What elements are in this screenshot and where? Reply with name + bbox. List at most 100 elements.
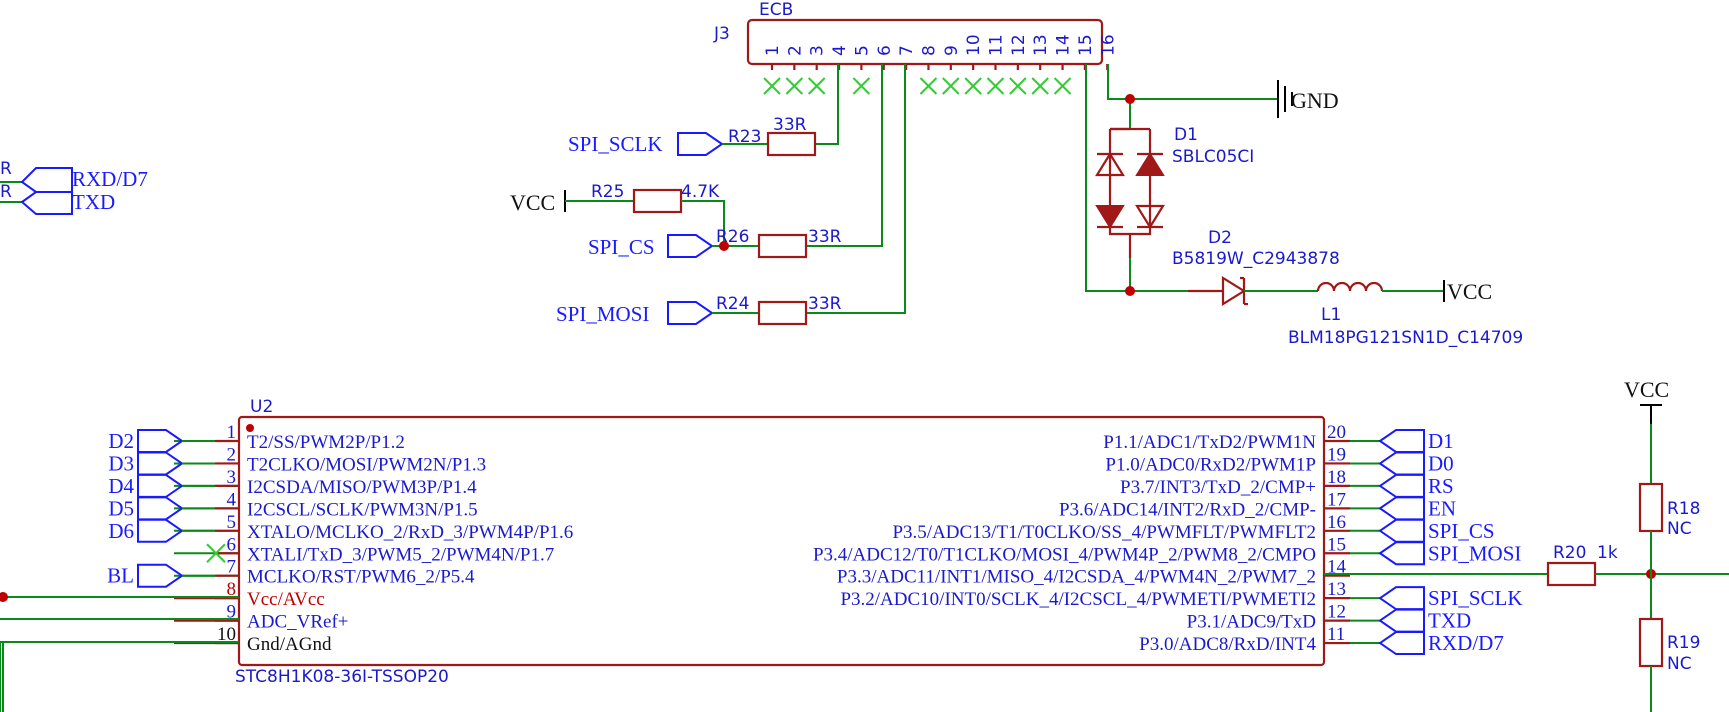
l1-ref: L1 bbox=[1321, 305, 1341, 325]
u2-part: STC8H1K08-36I-TSSOP20 bbox=[235, 667, 449, 687]
net-label-en: EN bbox=[1428, 496, 1456, 520]
net-label-spi-mosi: SPI_MOSI bbox=[1428, 541, 1521, 565]
net-flag bbox=[137, 473, 184, 498]
r23-body bbox=[766, 131, 817, 157]
net-label-rs: RS bbox=[1428, 474, 1454, 498]
u2-pin-num-6: 6 bbox=[227, 534, 237, 555]
net-label-rxd-d7: RXD/D7 bbox=[72, 167, 148, 191]
r25-ref: R25 bbox=[591, 182, 624, 202]
resistor-r23[interactable]: SPI_SCLK R23 33R bbox=[568, 115, 817, 157]
resistor-r18[interactable]: R18 NC bbox=[1638, 482, 1700, 619]
resistor-r20[interactable]: R20 1k bbox=[1324, 543, 1729, 587]
u2-pin-fn-12: P3.1/ADC9/TxD bbox=[1187, 612, 1316, 633]
net-flag bbox=[1378, 518, 1425, 543]
resistor-r26[interactable]: SPI_CS R26 33R bbox=[588, 227, 842, 259]
j3-pin-8: 8 bbox=[919, 45, 939, 56]
r19-value: NC bbox=[1667, 654, 1692, 674]
u2-pin-fn-19: P1.0/ADC0/RxD2/PWM1P bbox=[1105, 454, 1316, 475]
no-connect-x bbox=[1053, 77, 1072, 95]
net-label-d4: D4 bbox=[108, 474, 134, 498]
u2-pin-fn-20: P1.1/ADC1/TxD2/PWM1N bbox=[1103, 432, 1316, 453]
r20-ref: R20 bbox=[1553, 543, 1586, 563]
inductor-l1[interactable]: VCC L1 BLM18PG121SN1D_C14709 bbox=[1278, 279, 1523, 348]
j3-pin-12: 12 bbox=[1009, 34, 1029, 56]
u2-pin-num-14: 14 bbox=[1327, 557, 1347, 578]
r19-ref: R19 bbox=[1667, 633, 1700, 653]
vcc-right: VCC bbox=[1624, 377, 1669, 484]
u2-pin-fn-17: P3.6/ADC14/INT2/RxD_2/CMP- bbox=[1059, 499, 1316, 520]
u2-pin-fn-13: P3.2/ADC10/INT0/SCLK_4/I2CSCL_4/PWMETI/P… bbox=[840, 589, 1316, 610]
u2-body bbox=[237, 415, 1326, 667]
resistor-r25[interactable]: VCC R25 4.7K bbox=[510, 182, 725, 246]
resistor-r19[interactable]: R19 NC bbox=[1638, 617, 1700, 712]
d2-ref: D2 bbox=[1208, 228, 1232, 248]
u2-pin-num-4: 4 bbox=[227, 489, 237, 510]
net-label-txd: TXD bbox=[72, 190, 115, 214]
u2-pin-fn-7: MCLKO/RST/PWM6_2/P5.4 bbox=[247, 567, 475, 588]
u2-pin-fn-8: Vcc/AVcc bbox=[247, 589, 325, 610]
j3-pin-13: 13 bbox=[1031, 34, 1051, 56]
net-flag bbox=[1378, 473, 1425, 498]
u2-pin-num-2: 2 bbox=[227, 444, 237, 465]
j3-ref: J3 bbox=[713, 24, 730, 44]
j3-pin-15: 15 bbox=[1076, 34, 1096, 56]
u2-pin-num-11: 11 bbox=[1327, 624, 1345, 645]
r18-value: NC bbox=[1667, 519, 1692, 539]
j3-body bbox=[746, 18, 1104, 66]
diode-d2[interactable]: D2 B5819W_C2943878 bbox=[1125, 228, 1340, 306]
r26-ref: R26 bbox=[716, 227, 749, 247]
j3-value: ECB bbox=[759, 0, 793, 20]
net-label-vcc-r25: VCC bbox=[510, 190, 555, 215]
net-label-rxd-d7: RXD/D7 bbox=[1428, 631, 1504, 655]
j3-pin-4: 4 bbox=[830, 45, 850, 56]
r23-value: 33R bbox=[773, 115, 807, 135]
net-flag bbox=[1378, 541, 1425, 566]
u2-pin-num-20: 20 bbox=[1327, 422, 1346, 443]
r24-value: 33R bbox=[808, 294, 842, 314]
no-connect-x bbox=[206, 543, 226, 563]
net-label-spi-sclk: SPI_SCLK bbox=[568, 132, 663, 156]
u2-pin-fn-18: P3.7/INT3/TxD_2/CMP+ bbox=[1120, 477, 1316, 498]
u2-pin-fn-9: ADC_VRef+ bbox=[247, 612, 349, 633]
no-connect-x bbox=[964, 77, 982, 95]
net-label-d0: D0 bbox=[1428, 451, 1454, 475]
net-flag bbox=[1378, 429, 1425, 453]
u2-pin-num-10: 10 bbox=[217, 624, 236, 645]
net-flag bbox=[1378, 586, 1425, 611]
net-flag-spi-cs bbox=[667, 234, 714, 258]
j3-no-connect-marks bbox=[763, 77, 1072, 95]
u2-pin-num-16: 16 bbox=[1327, 512, 1346, 533]
r26-body bbox=[757, 233, 808, 259]
u2-pin-fn-16: P3.5/ADC13/T1/T0CLKO/SS_4/PWMFLT/PWMFLT2 bbox=[892, 522, 1316, 543]
net-flag-spi-sclk bbox=[677, 132, 724, 156]
u2-pin-num-5: 5 bbox=[227, 512, 237, 533]
u2-pin-fn-2: T2CLKO/MOSI/PWM2N/P1.3 bbox=[247, 454, 486, 475]
j3-pin-1: 1 bbox=[763, 45, 783, 56]
r19-body bbox=[1638, 617, 1664, 668]
net-flag bbox=[137, 563, 184, 588]
u2-pin-num-13: 13 bbox=[1327, 579, 1346, 600]
diode-d1[interactable]: D1 SBLC05CI bbox=[1095, 125, 1254, 258]
resistor-r24[interactable]: SPI_MOSI R24 33R bbox=[556, 294, 842, 326]
u2-pin-num-3: 3 bbox=[227, 467, 237, 488]
u2-ref: U2 bbox=[250, 397, 273, 417]
net-label-d5: D5 bbox=[108, 496, 134, 520]
u2-pin-fn-6: XTALI/TxD_3/PWM5_2/PWM4N/P1.7 bbox=[247, 544, 554, 565]
u2-pin-num-19: 19 bbox=[1327, 444, 1346, 465]
j3-pin-16: 16 bbox=[1098, 34, 1118, 56]
net-flag bbox=[137, 518, 184, 543]
net-label-spi-cs: SPI_CS bbox=[588, 235, 655, 259]
gnd-label: GND bbox=[1291, 88, 1339, 113]
u2-pin-fn-15: P3.4/ADC12/T0/T1CLKO/MOSI_4/PWM4P_2/PWM8… bbox=[813, 544, 1316, 565]
j3-pin-14: 14 bbox=[1054, 34, 1074, 56]
r23-ref: R23 bbox=[728, 127, 761, 147]
j3-pin-11: 11 bbox=[987, 34, 1007, 56]
no-connect-x bbox=[763, 77, 781, 95]
u2-pin-num-15: 15 bbox=[1327, 534, 1346, 555]
u2-pin-num-18: 18 bbox=[1327, 467, 1346, 488]
r24-ref: R24 bbox=[716, 294, 749, 314]
net-label-spi-sclk: SPI_SCLK bbox=[1428, 586, 1523, 610]
